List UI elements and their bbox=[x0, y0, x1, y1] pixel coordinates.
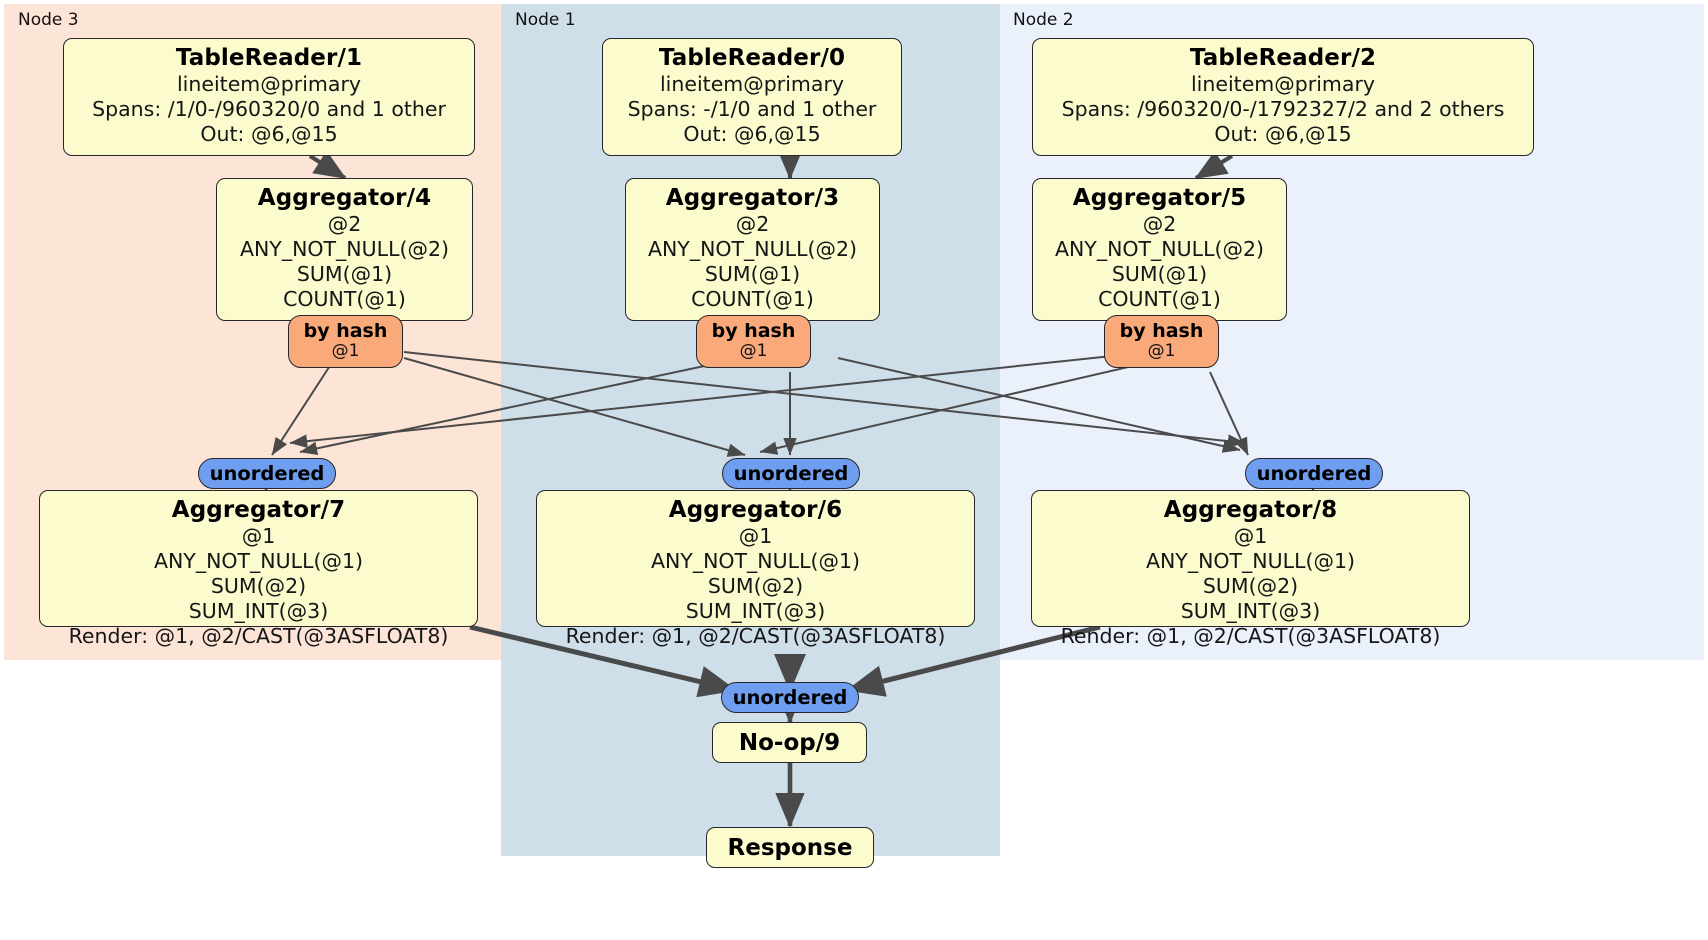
processor-render-line: Render: @1, @2/CAST(@3ASFLOAT8) bbox=[68, 623, 449, 648]
router-by-hash-right[interactable]: by hash @1 bbox=[1104, 315, 1219, 368]
processor-line: ANY_NOT_NULL(@1) bbox=[1145, 548, 1356, 573]
processor-aggregator-4[interactable]: Aggregator/4 @2 ANY_NOT_NULL(@2) SUM(@1)… bbox=[216, 178, 473, 321]
processor-line: SUM(@2) bbox=[1202, 573, 1299, 598]
processor-line: SUM_INT(@3) bbox=[1180, 598, 1321, 623]
router-column: @1 bbox=[331, 341, 360, 362]
processor-title: Aggregator/3 bbox=[665, 185, 840, 211]
processor-line: Out: @6,@15 bbox=[200, 121, 338, 146]
synchronizer-unordered-right[interactable]: unordered bbox=[1245, 458, 1383, 489]
router-label: by hash bbox=[711, 320, 796, 343]
synchronizer-unordered-center[interactable]: unordered bbox=[722, 458, 860, 489]
processor-title: TableReader/1 bbox=[175, 45, 363, 71]
processor-title: Aggregator/6 bbox=[668, 497, 843, 523]
processor-table-reader-0[interactable]: TableReader/0 lineitem@primary Spans: -/… bbox=[602, 38, 902, 156]
node-label-node3: Node 3 bbox=[18, 10, 79, 30]
processor-title: TableReader/0 bbox=[658, 45, 846, 71]
processor-line: ANY_NOT_NULL(@1) bbox=[650, 548, 861, 573]
processor-aggregator-7[interactable]: Aggregator/7 @1 ANY_NOT_NULL(@1) SUM(@2)… bbox=[39, 490, 478, 648]
node-label-node2: Node 2 bbox=[1013, 10, 1074, 30]
processor-line: lineitem@primary bbox=[1190, 71, 1376, 96]
router-by-hash-left[interactable]: by hash @1 bbox=[288, 315, 403, 368]
processor-line: COUNT(@1) bbox=[283, 286, 406, 311]
router-column: @1 bbox=[1147, 341, 1176, 362]
synchronizer-label: unordered bbox=[732, 686, 848, 709]
node-label-node1: Node 1 bbox=[515, 10, 576, 30]
processor-line: Spans: -/1/0 and 1 other bbox=[627, 96, 877, 121]
synchronizer-unordered-left[interactable]: unordered bbox=[198, 458, 336, 489]
processor-render-line: Render: @1, @2/CAST(@3ASFLOAT8) bbox=[565, 623, 946, 648]
router-label: by hash bbox=[1119, 320, 1204, 343]
processor-title: Aggregator/8 bbox=[1163, 497, 1338, 523]
processor-line: lineitem@primary bbox=[176, 71, 362, 96]
processor-line: Spans: /1/0-/960320/0 and 1 other bbox=[92, 96, 446, 121]
processor-line: Out: @6,@15 bbox=[683, 121, 821, 146]
router-column: @1 bbox=[739, 341, 768, 362]
processor-line: COUNT(@1) bbox=[691, 286, 814, 311]
processor-line: SUM(@2) bbox=[210, 573, 307, 598]
processor-line: @2 bbox=[1142, 211, 1177, 236]
processor-line: SUM(@2) bbox=[707, 573, 804, 598]
processor-aggregator-6[interactable]: Aggregator/6 @1 ANY_NOT_NULL(@1) SUM(@2)… bbox=[536, 490, 975, 648]
processor-noop-9[interactable]: No-op/9 bbox=[712, 722, 867, 763]
processor-title: Response bbox=[727, 834, 853, 861]
processor-line: ANY_NOT_NULL(@2) bbox=[1054, 236, 1265, 261]
processor-line: Spans: /960320/0-/1792327/2 and 2 others bbox=[1061, 96, 1505, 121]
router-label: by hash bbox=[303, 320, 388, 343]
processor-line: COUNT(@1) bbox=[1098, 286, 1221, 311]
processor-line: @1 bbox=[738, 523, 773, 548]
processor-title: Aggregator/5 bbox=[1072, 185, 1247, 211]
synchronizer-label: unordered bbox=[1256, 462, 1372, 485]
processor-line: SUM_INT(@3) bbox=[188, 598, 329, 623]
processor-line: SUM(@1) bbox=[1111, 261, 1208, 286]
processor-response[interactable]: Response bbox=[706, 827, 874, 868]
processor-line: ANY_NOT_NULL(@2) bbox=[647, 236, 858, 261]
processor-table-reader-1[interactable]: TableReader/1 lineitem@primary Spans: /1… bbox=[63, 38, 475, 156]
processor-aggregator-5[interactable]: Aggregator/5 @2 ANY_NOT_NULL(@2) SUM(@1)… bbox=[1032, 178, 1287, 321]
processor-line: ANY_NOT_NULL(@2) bbox=[239, 236, 450, 261]
processor-line: @2 bbox=[735, 211, 770, 236]
processor-title: Aggregator/4 bbox=[257, 185, 432, 211]
processor-line: SUM(@1) bbox=[704, 261, 801, 286]
processor-title: No-op/9 bbox=[738, 729, 841, 756]
processor-line: lineitem@primary bbox=[659, 71, 845, 96]
processor-title: TableReader/2 bbox=[1189, 45, 1377, 71]
processor-title: Aggregator/7 bbox=[171, 497, 346, 523]
processor-table-reader-2[interactable]: TableReader/2 lineitem@primary Spans: /9… bbox=[1032, 38, 1534, 156]
processor-line: @2 bbox=[327, 211, 362, 236]
synchronizer-unordered-final[interactable]: unordered bbox=[721, 682, 859, 713]
processor-line: SUM_INT(@3) bbox=[685, 598, 826, 623]
synchronizer-label: unordered bbox=[209, 462, 325, 485]
synchronizer-label: unordered bbox=[733, 462, 849, 485]
processor-render-line: Render: @1, @2/CAST(@3ASFLOAT8) bbox=[1060, 623, 1441, 648]
processor-line: @1 bbox=[241, 523, 276, 548]
processor-line: @1 bbox=[1233, 523, 1268, 548]
processor-line: ANY_NOT_NULL(@1) bbox=[153, 548, 364, 573]
processor-aggregator-3[interactable]: Aggregator/3 @2 ANY_NOT_NULL(@2) SUM(@1)… bbox=[625, 178, 880, 321]
router-by-hash-center[interactable]: by hash @1 bbox=[696, 315, 811, 368]
processor-aggregator-8[interactable]: Aggregator/8 @1 ANY_NOT_NULL(@1) SUM(@2)… bbox=[1031, 490, 1470, 648]
processor-line: Out: @6,@15 bbox=[1214, 121, 1352, 146]
processor-line: SUM(@1) bbox=[296, 261, 393, 286]
